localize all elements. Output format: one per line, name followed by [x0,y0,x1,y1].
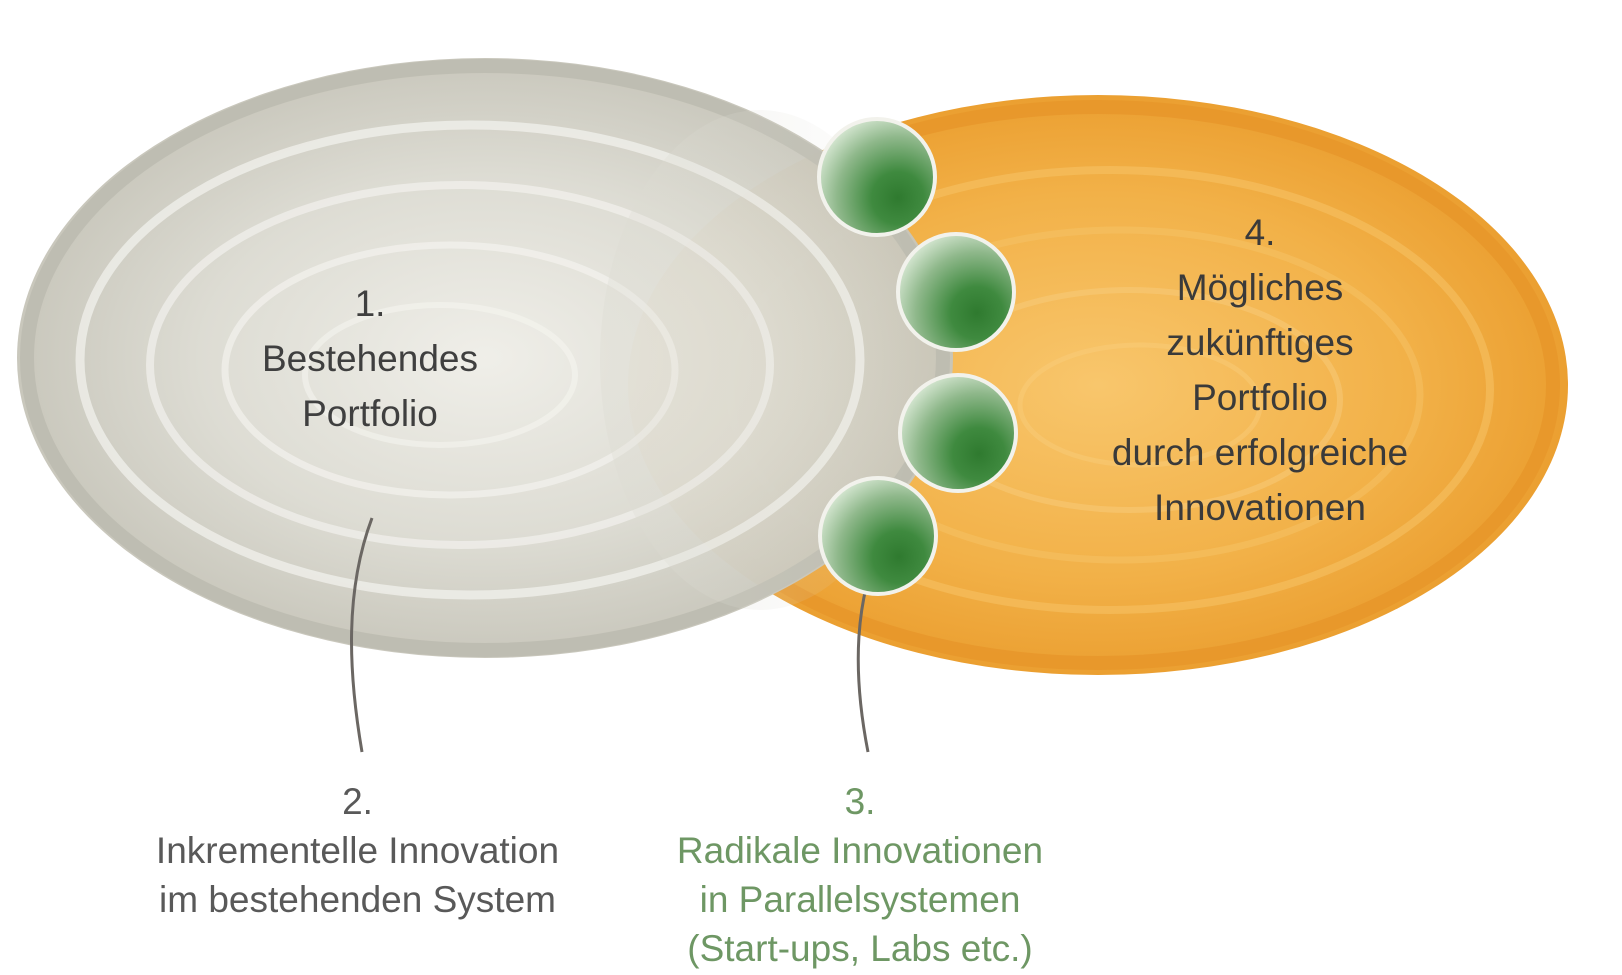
existing-portfolio-line1: Bestehendes [205,331,535,386]
radical-innovation-label: 3. Radikale Innovationen in Parallelsyst… [640,777,1080,973]
radical-innovation-number: 3. [640,777,1080,826]
existing-portfolio-label: 1. Bestehendes Portfolio [205,276,535,441]
incremental-innovation-line1: Inkrementelle Innovation [105,826,610,875]
future-portfolio-line2: zukünftiges [1040,315,1480,370]
incremental-innovation-line2: im bestehenden System [105,875,610,924]
future-portfolio-line1: Mögliches [1040,260,1480,315]
radical-innovation-line3: (Start-ups, Labs etc.) [640,924,1080,973]
innovation-ball [819,119,935,235]
incremental-innovation-number: 2. [105,777,610,826]
future-portfolio-number: 4. [1040,205,1480,260]
innovation-ball [900,375,1016,491]
radical-innovation-line1: Radikale Innovationen [640,826,1080,875]
future-portfolio-label: 4. Mögliches zukünftiges Portfolio durch… [1040,205,1480,535]
future-portfolio-line4: durch erfolgreiche [1040,425,1480,480]
existing-portfolio-line2: Portfolio [205,386,535,441]
innovation-ball [820,478,936,594]
radical-innovation-line2: in Parallelsystemen [640,875,1080,924]
existing-portfolio-number: 1. [205,276,535,331]
incremental-innovation-label: 2. Inkrementelle Innovation im bestehend… [105,777,610,924]
innovation-ball [898,234,1014,350]
future-portfolio-line3: Portfolio [1040,370,1480,425]
future-portfolio-line5: Innovationen [1040,480,1480,535]
